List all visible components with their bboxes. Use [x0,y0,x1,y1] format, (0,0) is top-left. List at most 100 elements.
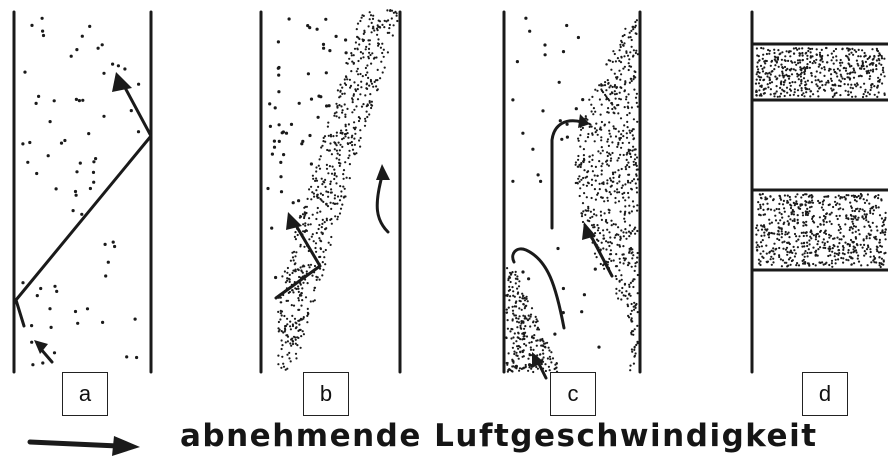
particle-dot [611,141,613,143]
particle-dot [354,133,356,135]
particle-dot [756,224,758,226]
particle-dot [819,223,821,225]
particle-dot [347,142,349,144]
particle-dot [632,78,634,80]
particle-dot [628,166,630,168]
particle-dot [855,215,857,217]
panel-c-diagonal-trajectory [590,234,612,276]
particle-dot [630,233,632,235]
particle-dot [294,263,296,265]
particle-dot [353,127,355,129]
particle-dot [590,211,592,213]
particle-dot [365,67,367,69]
particle-dot [630,282,632,284]
particle-dot [831,53,833,55]
particle-dot [864,213,866,215]
particle-dot [352,149,354,151]
particle-dot [757,61,759,63]
particle-dot [870,84,872,86]
particle-dot [514,296,516,298]
particle-dot [759,79,761,81]
particle-dot [760,253,762,255]
particle-dot [601,173,603,175]
particle-dot [878,58,880,60]
particle-dot [529,325,531,327]
particle-dot [793,52,795,54]
particle-dot [602,150,604,152]
particle-dot [786,50,788,52]
particle-dot [802,194,804,196]
particle-dot [386,9,388,11]
particle-dot [588,99,590,101]
particle-dot [519,338,521,340]
particle-dot [635,307,637,309]
particle-dot [344,103,346,105]
particle-dot [522,351,524,353]
particle-dot [539,180,542,183]
particle-dot [549,358,551,360]
particle-dot [756,71,758,73]
particle-dot [620,211,622,213]
particle-dot [608,145,610,147]
particle-dot [617,297,619,299]
particle-dot [521,309,523,311]
particle-dot [882,264,884,266]
particle-dot [862,63,864,65]
particle-dot [354,88,356,90]
particle-dot [825,47,827,49]
particle-dot [345,125,347,127]
particle-dot [308,134,311,137]
particle-dot [356,70,358,72]
particle-dot [592,113,594,115]
particle-dot [864,250,866,252]
particle-dot [280,190,283,193]
particle-dot [628,58,630,60]
particle-dot [113,245,116,248]
particle-dot [281,131,284,134]
particle-dot [619,49,621,51]
particle-dot [824,90,826,92]
particle-dot [797,214,799,216]
particle-dot [620,40,622,42]
particle-dot [299,215,301,217]
particle-dot [633,228,635,230]
particle-dot [612,86,614,88]
particle-dot [295,353,297,355]
particle-dot [848,48,850,50]
particle-dot [841,196,843,198]
particle-dot [878,55,880,57]
particle-dot [833,237,835,239]
particle-dot [781,59,783,61]
particle-dot [75,170,78,173]
particle-dot [596,256,598,258]
particle-dot [580,129,582,131]
particle-dot [797,206,799,208]
particle-dot [848,53,850,55]
particle-dot [617,112,619,114]
particle-dot [822,209,824,211]
particle-dot [863,68,865,70]
particle-dot [853,68,855,70]
particle-dot [823,196,825,198]
particle-dot [518,370,520,372]
particle-dot [312,300,314,302]
particle-dot [556,362,558,364]
particle-dot [331,223,333,225]
particle-dot [863,244,865,246]
particle-dot [310,186,312,188]
particle-dot [375,85,377,87]
particle-dot [870,261,872,263]
particle-dot [862,247,864,249]
particle-dot [851,96,853,98]
particle-dot [526,296,528,298]
particle-dot [310,98,313,101]
particle-dot [619,281,621,283]
particle-dot [840,59,842,61]
particle-dot [612,177,614,179]
particle-dot [318,228,320,230]
particle-dot [117,64,120,67]
particle-dot [595,214,597,216]
particle-dot [333,115,335,117]
particle-dot [337,89,339,91]
particle-dot [777,222,779,224]
